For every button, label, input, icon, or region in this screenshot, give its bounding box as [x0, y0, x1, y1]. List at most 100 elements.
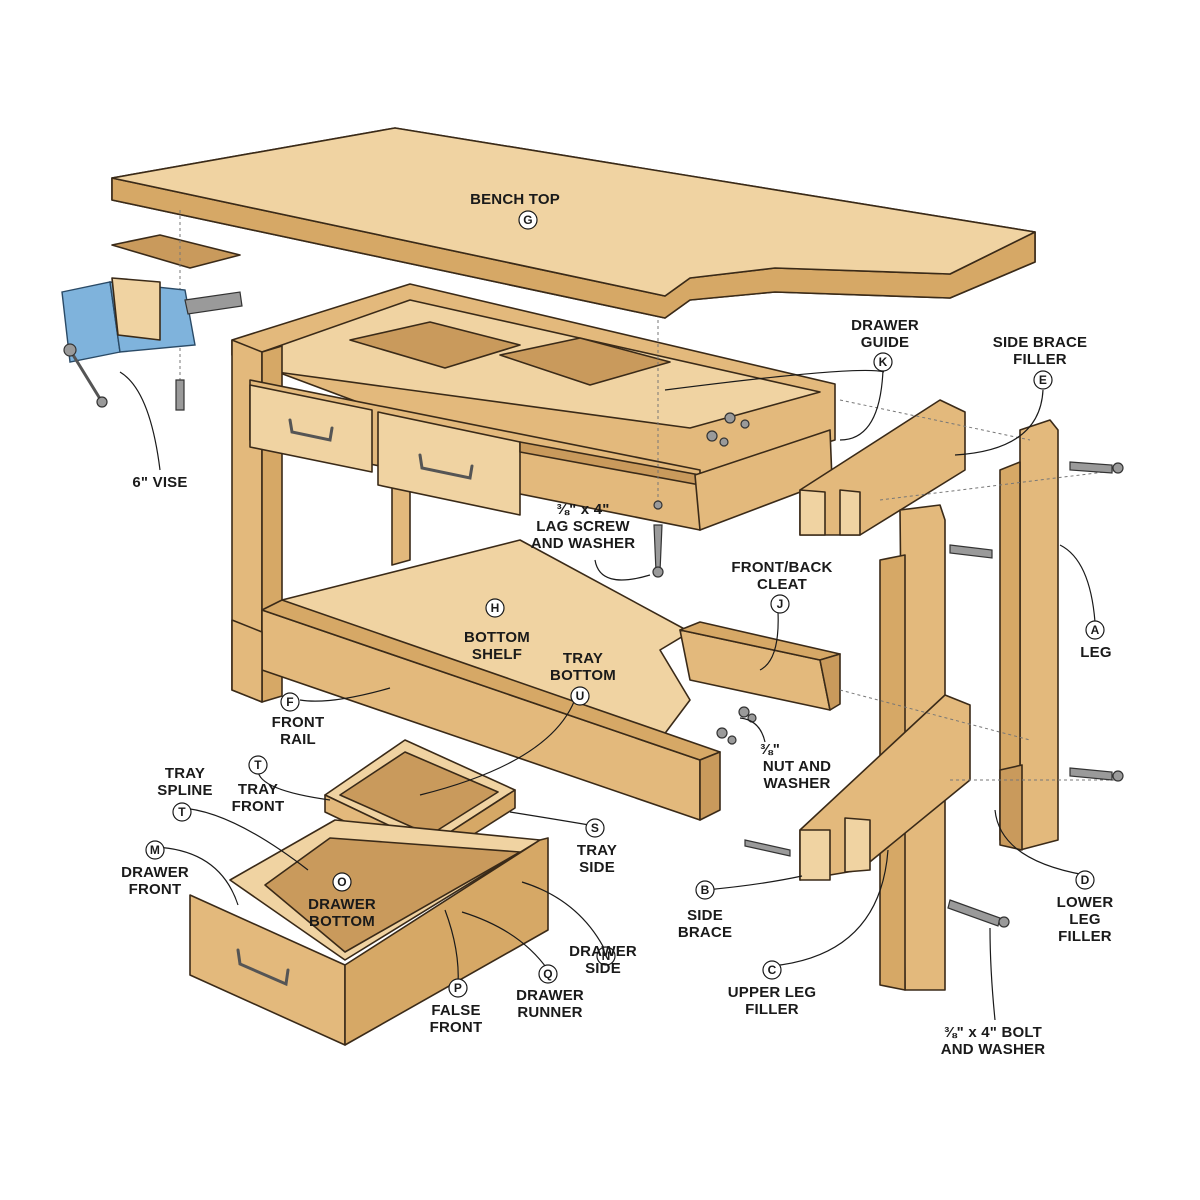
lag-screw-hardware: [652, 320, 664, 578]
nut-washer-line2: NUT AND: [763, 758, 831, 775]
tray-front-letter: T: [254, 758, 262, 772]
vise-part: [61, 277, 243, 408]
label-tray-front: T TRAY FRONT: [232, 755, 285, 815]
nut-washer-line1: ⅜": [760, 741, 780, 758]
lower-leg-filler-line1: LOWER: [1057, 894, 1114, 911]
bottom-shelf-part: [231, 539, 721, 821]
tray-side-letter: S: [591, 821, 599, 835]
label-bench-top: BENCH TOP G: [470, 191, 560, 230]
bolt-hardware: [744, 399, 1124, 928]
bolt-washer-line1: ⅜" x 4" BOLT: [944, 1024, 1042, 1041]
tray-bottom-letter: U: [576, 689, 585, 703]
tray-side-line2: SIDE: [579, 859, 615, 876]
leg-label: LEG: [1080, 644, 1111, 661]
side-brace-line2: BRACE: [678, 924, 732, 941]
side-brace-filler-line1: SIDE BRACE: [993, 334, 1088, 351]
cleat-line2: CLEAT: [757, 576, 807, 593]
bench-top-label: BENCH TOP: [470, 191, 560, 208]
drawer-part: [189, 819, 549, 1046]
front-rail-line2: RAIL: [280, 731, 316, 748]
bench-top-part: [111, 127, 1036, 319]
tray-spline-line1: TRAY: [165, 765, 205, 782]
bottom-shelf-line1: BOTTOM: [464, 629, 530, 646]
lag-screw-line1: ⅜" x 4": [556, 501, 609, 518]
nut-washer-line3: WASHER: [763, 775, 830, 792]
tray-front-line2: FRONT: [232, 798, 285, 815]
front-rail-letter: F: [286, 695, 294, 709]
label-drawer-side: N: [596, 946, 616, 966]
label-side-brace: B SIDE BRACE: [678, 880, 732, 941]
bottom-shelf-line2: SHELF: [472, 646, 522, 663]
drawer-side-name-line1: DRAWER: [569, 943, 637, 960]
label-drawer-front: M DRAWER FRONT: [121, 840, 189, 898]
drawer-guide-line2: GUIDE: [861, 334, 910, 351]
drawer-front-letter: M: [150, 843, 160, 857]
drawer-bottom-line2: BOTTOM: [309, 913, 375, 930]
lower-leg-filler-part: [999, 764, 1023, 851]
upper-leg-filler-line2: FILLER: [745, 1001, 799, 1018]
false-front-line1: FALSE: [431, 1002, 480, 1019]
label-drawer-bottom: O DRAWER BOTTOM: [308, 872, 376, 930]
drawer-guide-letter: K: [879, 355, 888, 369]
label-lower-leg-filler: D LOWER LEG FILLER: [1057, 870, 1114, 945]
side-brace-letter: B: [701, 883, 710, 897]
tray-front-line1: TRAY: [238, 781, 278, 798]
label-vise: 6" VISE: [132, 474, 187, 491]
lower-leg-filler-line3: FILLER: [1058, 928, 1112, 945]
label-drawer-runner: Q DRAWER RUNNER: [516, 964, 584, 1021]
label-false-front: P FALSE FRONT: [430, 978, 483, 1036]
drawer-side-name-line2: SIDE: [585, 960, 621, 977]
leg-letter: A: [1091, 623, 1100, 637]
label-front-back-cleat: FRONT/BACK CLEAT J: [731, 559, 832, 614]
leg-part: [999, 419, 1059, 851]
drawer-front-line1: DRAWER: [121, 864, 189, 881]
drawer-runner-line1: DRAWER: [516, 987, 584, 1004]
tray-spline-line2: SPLINE: [157, 782, 212, 799]
drawer-side-label-group: DRAWER SIDE: [569, 943, 637, 977]
lower-leg-filler-letter: D: [1081, 873, 1090, 887]
label-front-rail: F FRONT RAIL: [272, 692, 325, 748]
side-brace-part: [799, 694, 971, 881]
label-side-brace-filler: SIDE BRACE FILLER E: [993, 334, 1088, 390]
label-nut-washer: ⅜" NUT AND WASHER: [760, 741, 831, 792]
side-brace-filler-letter: E: [1039, 373, 1047, 387]
drawer-bottom-line1: DRAWER: [308, 896, 376, 913]
drawer-front-line2: FRONT: [129, 881, 182, 898]
vise-label: 6" VISE: [132, 474, 187, 491]
side-brace-filler-line2: FILLER: [1013, 351, 1067, 368]
label-tray-spline: TRAY SPLINE T: [157, 765, 212, 822]
lag-screw-line3: AND WASHER: [531, 535, 636, 552]
upper-leg-filler-letter: C: [768, 963, 777, 977]
label-lag-screw: ⅜" x 4" LAG SCREW AND WASHER: [531, 501, 636, 552]
lag-screw-line2: LAG SCREW: [536, 518, 630, 535]
label-tray-bottom: TRAY BOTTOM U: [550, 650, 616, 706]
front-rail-line1: FRONT: [272, 714, 325, 731]
drawer-guide-line1: DRAWER: [851, 317, 919, 334]
drawer-runner-line2: RUNNER: [517, 1004, 582, 1021]
label-bottom-shelf: H BOTTOM SHELF: [464, 598, 530, 663]
nut-washer-hardware: [706, 412, 757, 745]
cleat-letter: J: [777, 597, 784, 611]
label-leg: A LEG: [1080, 620, 1112, 661]
label-bolt-washer: ⅜" x 4" BOLT AND WASHER: [941, 1024, 1046, 1058]
drawer-side-letter: N: [602, 949, 611, 963]
bolt-washer-line2: AND WASHER: [941, 1041, 1046, 1058]
drawer-bottom-letter: O: [337, 875, 347, 889]
side-brace-line1: SIDE: [687, 907, 723, 924]
label-drawer-guide: DRAWER GUIDE K: [851, 317, 919, 372]
cleat-line1: FRONT/BACK: [731, 559, 832, 576]
drawer-runner-letter: Q: [543, 967, 553, 981]
upper-leg-filler-line1: UPPER LEG: [728, 984, 816, 1001]
label-tray-side: S TRAY SIDE: [577, 818, 617, 876]
bench-base-frame: [231, 283, 836, 703]
tray-bottom-line1: TRAY: [563, 650, 603, 667]
false-front-letter: P: [454, 981, 462, 995]
tray-spline-letter: T: [178, 805, 186, 819]
tray-bottom-line2: BOTTOM: [550, 667, 616, 684]
false-front-line2: FRONT: [430, 1019, 483, 1036]
lower-leg-filler-line2: LEG: [1069, 911, 1100, 928]
side-brace-filler-part: [799, 399, 966, 536]
bottom-shelf-letter: H: [491, 601, 500, 615]
bench-top-letter: G: [523, 213, 533, 227]
label-upper-leg-filler: C UPPER LEG FILLER: [728, 960, 816, 1018]
